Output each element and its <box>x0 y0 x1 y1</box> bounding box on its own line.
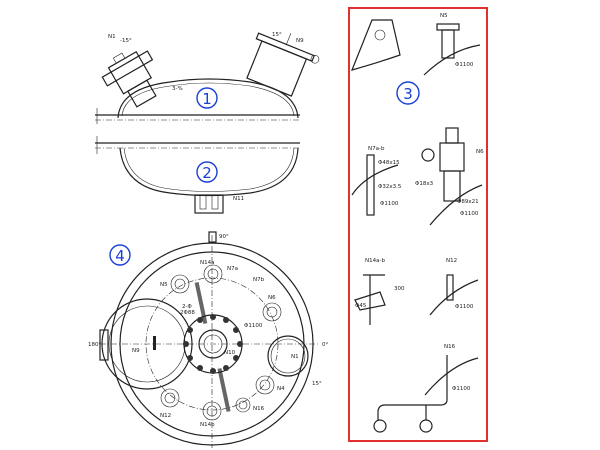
label-n4: N4 <box>277 386 285 392</box>
detail-n14ab: N14a-b <box>365 258 385 264</box>
detail-n16: N16 <box>444 344 456 350</box>
detail-d32: Φ32x3.5 <box>378 184 402 190</box>
detail-n12-dim: Φ1100 <box>455 304 474 310</box>
nozzle-n11 <box>194 194 224 214</box>
label-n5: N5 <box>160 282 168 288</box>
label-90deg: 90° <box>219 234 229 240</box>
svg-text:4: 4 <box>115 247 125 265</box>
detail-n5-dim: Φ1100 <box>455 62 474 68</box>
detail-d18: Φ18x3 <box>415 181 434 187</box>
detail-n16-dim: Φ1100 <box>452 386 471 392</box>
label-n1-plan: N1 <box>291 354 299 360</box>
detail-n7-dim: Φ1100 <box>380 201 399 207</box>
svg-text:2: 2 <box>202 164 212 182</box>
lower-head-view: N11 <box>95 136 300 214</box>
callout-1: 1 <box>196 87 218 109</box>
label-baffle-2: 2Φ88 <box>180 310 195 316</box>
label-n12: N12 <box>160 413 171 419</box>
detail-n5: N5 <box>440 13 448 19</box>
label-angle-n1: -15° <box>120 38 132 44</box>
detail-n12: N12 <box>446 258 457 264</box>
label-n6: N6 <box>268 295 276 301</box>
label-angle-n9: 15° <box>272 32 282 38</box>
plan-view: 90° 0° 180° 15° N9 2-Φ 2Φ88 N10 Φ1100 N1 <box>88 231 328 448</box>
label-n9: N9 <box>296 38 304 44</box>
svg-text:3: 3 <box>403 85 413 103</box>
label-dim: Φ1100 <box>244 323 263 329</box>
label-n1: N1 <box>108 34 116 40</box>
label-180deg: 180° <box>88 342 101 348</box>
label-n11: N11 <box>233 196 244 202</box>
detail-d89: Φ89x21 <box>457 199 479 205</box>
label-baffle: 2-Φ <box>182 304 192 310</box>
label-15deg: 15° <box>312 381 322 387</box>
upper-head-view: N1 -15° 3-% N9 15° <box>95 32 320 124</box>
callout-2: 2 <box>196 161 218 183</box>
detail-n6-dim: Φ1100 <box>460 211 479 217</box>
label-slope: 3-% <box>172 86 183 92</box>
callout-4: 4 <box>109 244 131 266</box>
nozzle-n9 <box>246 32 320 97</box>
label-n14a: N14a <box>200 260 214 266</box>
label-n16: N16 <box>253 406 265 412</box>
label-n14b: N14b <box>200 422 215 428</box>
label-n7a: N7a <box>227 266 238 272</box>
nozzle-n1 <box>101 50 157 108</box>
detail-n7ab: N7a-b <box>368 146 385 152</box>
callout-3: 3 <box>396 81 420 105</box>
label-n9-plan: N9 <box>132 348 140 354</box>
svg-text:1: 1 <box>202 90 212 108</box>
detail-d48: Φ48x15 <box>378 160 400 166</box>
nozzle-detail-panel: N5 Φ1100 N7a-b Φ48x15 Φ32x3.5 Φ1100 N6 Φ… <box>348 7 488 442</box>
label-0deg: 0° <box>322 342 328 348</box>
detail-n6: N6 <box>476 149 484 155</box>
label-n7b: N7b <box>253 277 265 283</box>
detail-h300: 300 <box>394 286 405 292</box>
detail-d45: Φ45 <box>355 303 367 309</box>
label-n10: N10 <box>224 350 236 356</box>
